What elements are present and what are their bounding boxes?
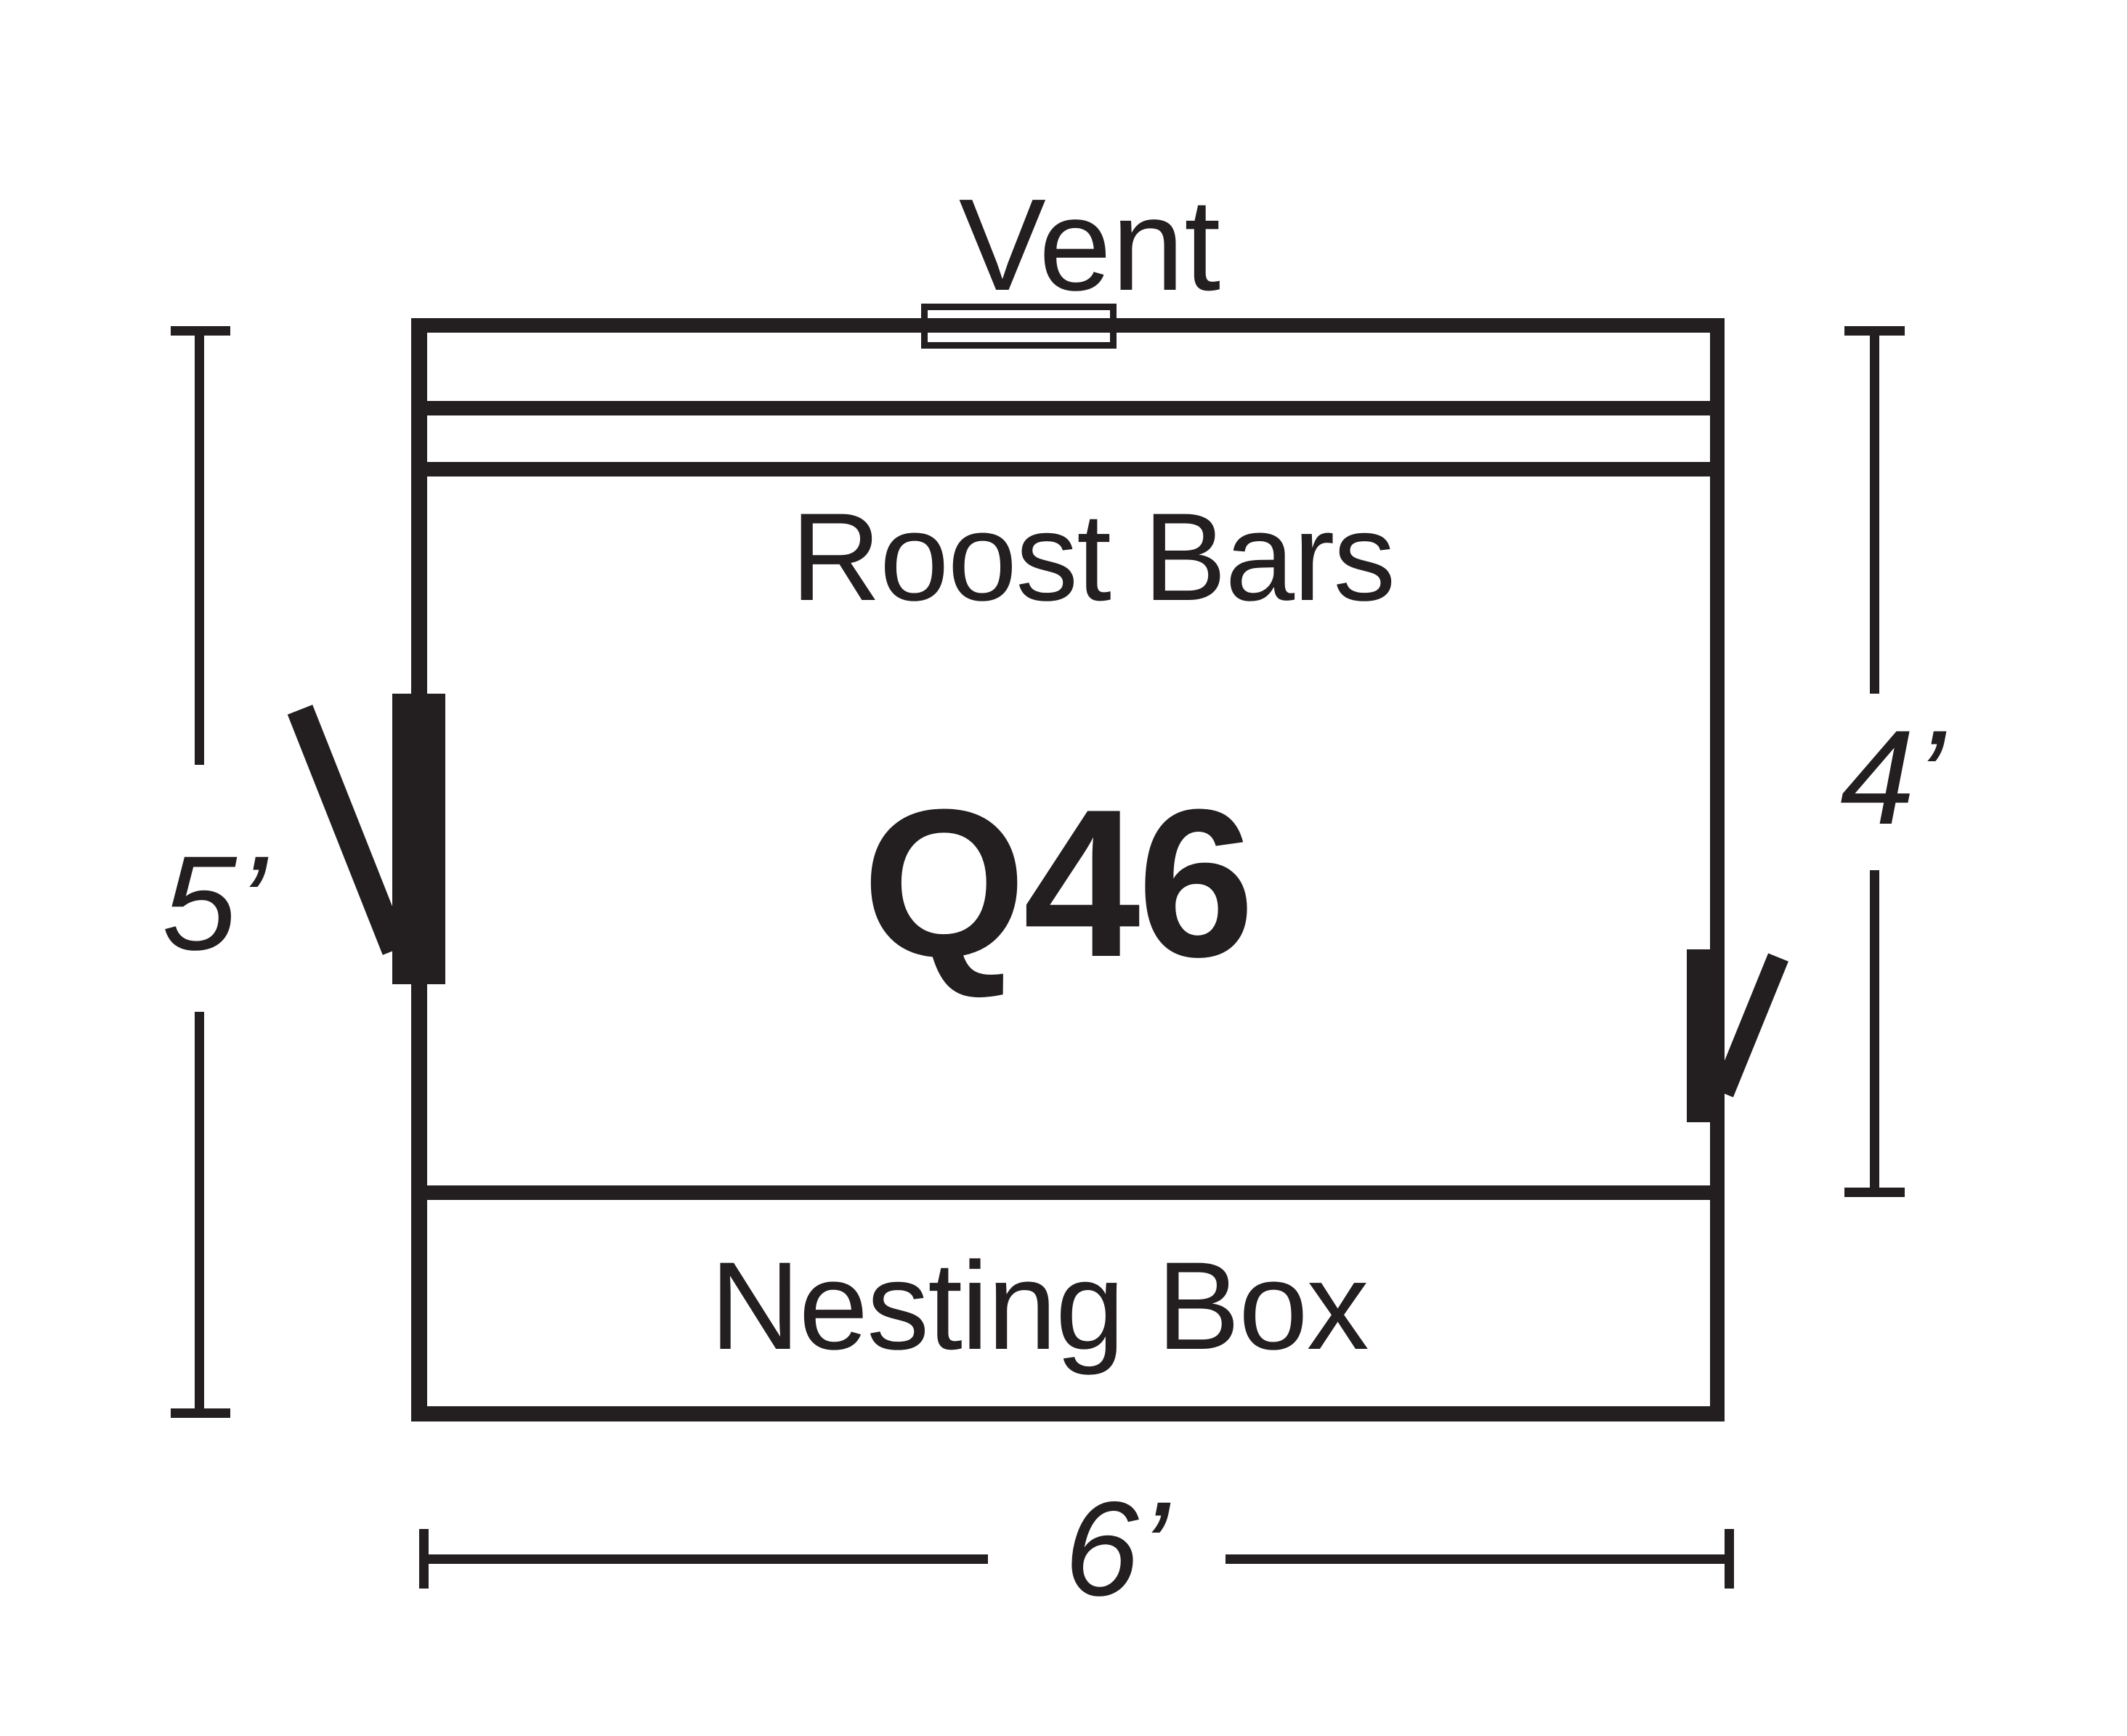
bottom-dimension-line-left — [424, 1554, 988, 1564]
right-dimension-line-upper — [1870, 330, 1879, 694]
left-dimension-tick-top — [171, 326, 230, 336]
left-dimension-line-upper — [195, 330, 204, 765]
left-dimension-tick-bottom — [171, 1408, 230, 1418]
nesting-box-label: Nesting Box — [710, 1236, 1369, 1376]
vent-symbol — [921, 304, 1117, 349]
right-dimension-label: 4’ — [1840, 703, 1945, 853]
right-dimension-tick-top — [1844, 326, 1905, 336]
right-wall — [1710, 318, 1725, 1421]
bottom-dimension-tick-left — [419, 1529, 429, 1589]
left-door-swing-line — [287, 705, 408, 955]
right-door-panel — [1687, 949, 1714, 1122]
right-door-swing-line — [1713, 953, 1788, 1098]
roost-bars-label: Roost Bars — [790, 487, 1396, 627]
top-wall — [411, 318, 1725, 333]
left-dimension-label: 5’ — [162, 829, 267, 978]
model-label: Q46 — [862, 766, 1255, 1001]
roost-bar-line-upper — [411, 401, 1725, 415]
right-dimension-tick-bottom — [1844, 1188, 1905, 1197]
right-dimension-line-lower — [1870, 870, 1879, 1193]
vent-label: Vent — [958, 172, 1221, 318]
bottom-dimension-line-right — [1225, 1554, 1729, 1564]
left-dimension-line-lower — [195, 1012, 204, 1413]
bottom-wall — [411, 1406, 1725, 1421]
roost-bar-line-lower — [411, 462, 1725, 476]
nesting-box-divider — [411, 1185, 1725, 1200]
bottom-dimension-label: 6’ — [1064, 1475, 1169, 1624]
bottom-dimension-tick-right — [1725, 1529, 1734, 1589]
